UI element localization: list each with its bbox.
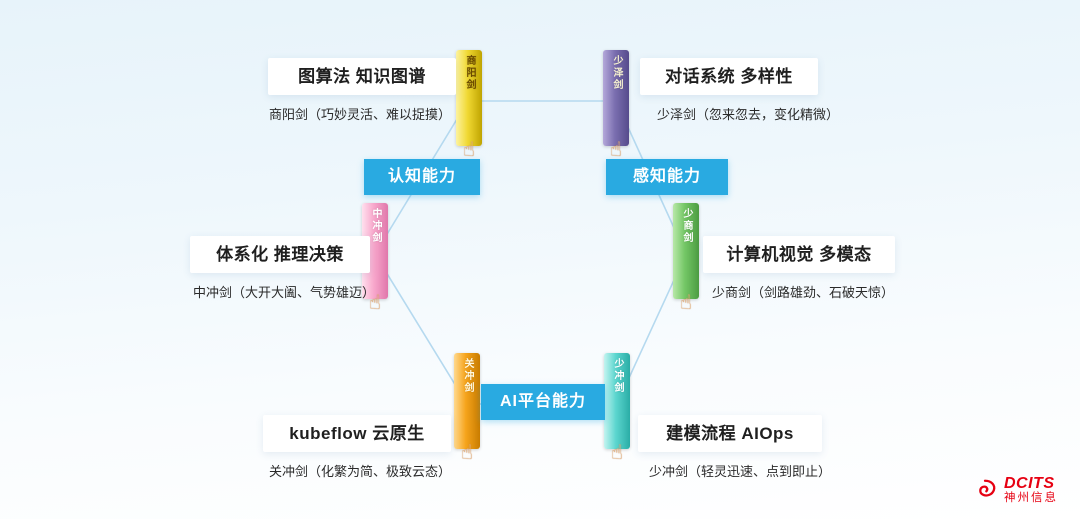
- card-graph-knowledge: 图算法 知识图谱: [268, 58, 456, 95]
- sword-icon-shaochong: 少冲剑 ☝: [603, 353, 631, 463]
- logo-company-name: 神州信息: [1004, 492, 1058, 505]
- sword-hand-icon: ☝: [610, 442, 624, 464]
- capability-badge-cognition: 认知能力: [364, 159, 480, 195]
- sword-name-label: 少泽剑: [611, 55, 622, 91]
- sword-icon-shangyang: 商阳剑 ☝: [455, 50, 483, 160]
- subtitle-shaoze: 少泽剑（忽来忽去，变化精微）: [656, 107, 839, 122]
- sword-icon-shaoshang: 少商剑 ☝: [672, 203, 700, 313]
- sword-icon-shaoze: 少泽剑 ☝: [602, 50, 630, 160]
- subtitle-shaochong: 少冲剑（轻灵迅速、点到即止）: [648, 464, 831, 479]
- dcits-swirl-icon: [979, 479, 996, 497]
- subtitle-shangyang: 商阳剑（巧妙灵活、难以捉摸）: [268, 107, 451, 122]
- card-kubeflow-cloudnative: kubeflow 云原生: [263, 415, 451, 452]
- sword-blade: 少冲剑: [604, 353, 630, 449]
- sword-hand-icon: ☝: [679, 292, 693, 314]
- company-logo: DCITS 神州信息: [972, 475, 1058, 505]
- sword-icon-guanchong: 关冲剑 ☝: [453, 353, 481, 463]
- card-cv-multimodal: 计算机视觉 多模态: [703, 236, 895, 273]
- sword-blade: 商阳剑: [456, 50, 482, 146]
- sword-hand-icon: ☝: [609, 139, 623, 161]
- sword-blade: 少商剑: [673, 203, 699, 299]
- capability-badge-perception: 感知能力: [606, 159, 728, 195]
- capability-badge-ai-platform: AI平台能力: [481, 384, 605, 420]
- card-dialogue-diversity: 对话系统 多样性: [640, 58, 818, 95]
- sword-name-label: 中冲剑: [370, 208, 381, 244]
- card-reasoning-decision: 体系化 推理决策: [190, 236, 370, 273]
- sword-blade: 少泽剑: [603, 50, 629, 146]
- logo-text: DCITS 神州信息: [1004, 475, 1058, 505]
- subtitle-zhongchong: 中冲剑（大开大阖、气势雄迈）: [192, 285, 375, 300]
- sword-hand-icon: ☝: [462, 139, 476, 161]
- sword-hand-icon: ☝: [368, 292, 382, 314]
- sword-name-label: 关冲剑: [462, 358, 473, 394]
- subtitle-guanchong: 关冲剑（化繁为简、极致云态）: [268, 464, 451, 479]
- sword-name-label: 少商剑: [681, 208, 692, 244]
- sword-hand-icon: ☝: [460, 442, 474, 464]
- subtitle-shaoshang: 少商剑（剑路雄劲、石破天惊）: [711, 285, 894, 300]
- logo-brand: DCITS: [1004, 474, 1055, 492]
- sword-name-label: 少冲剑: [612, 358, 623, 394]
- sword-name-label: 商阳剑: [464, 55, 475, 91]
- sword-blade: 关冲剑: [454, 353, 480, 449]
- card-modeling-aiops: 建模流程 AIOps: [638, 415, 822, 452]
